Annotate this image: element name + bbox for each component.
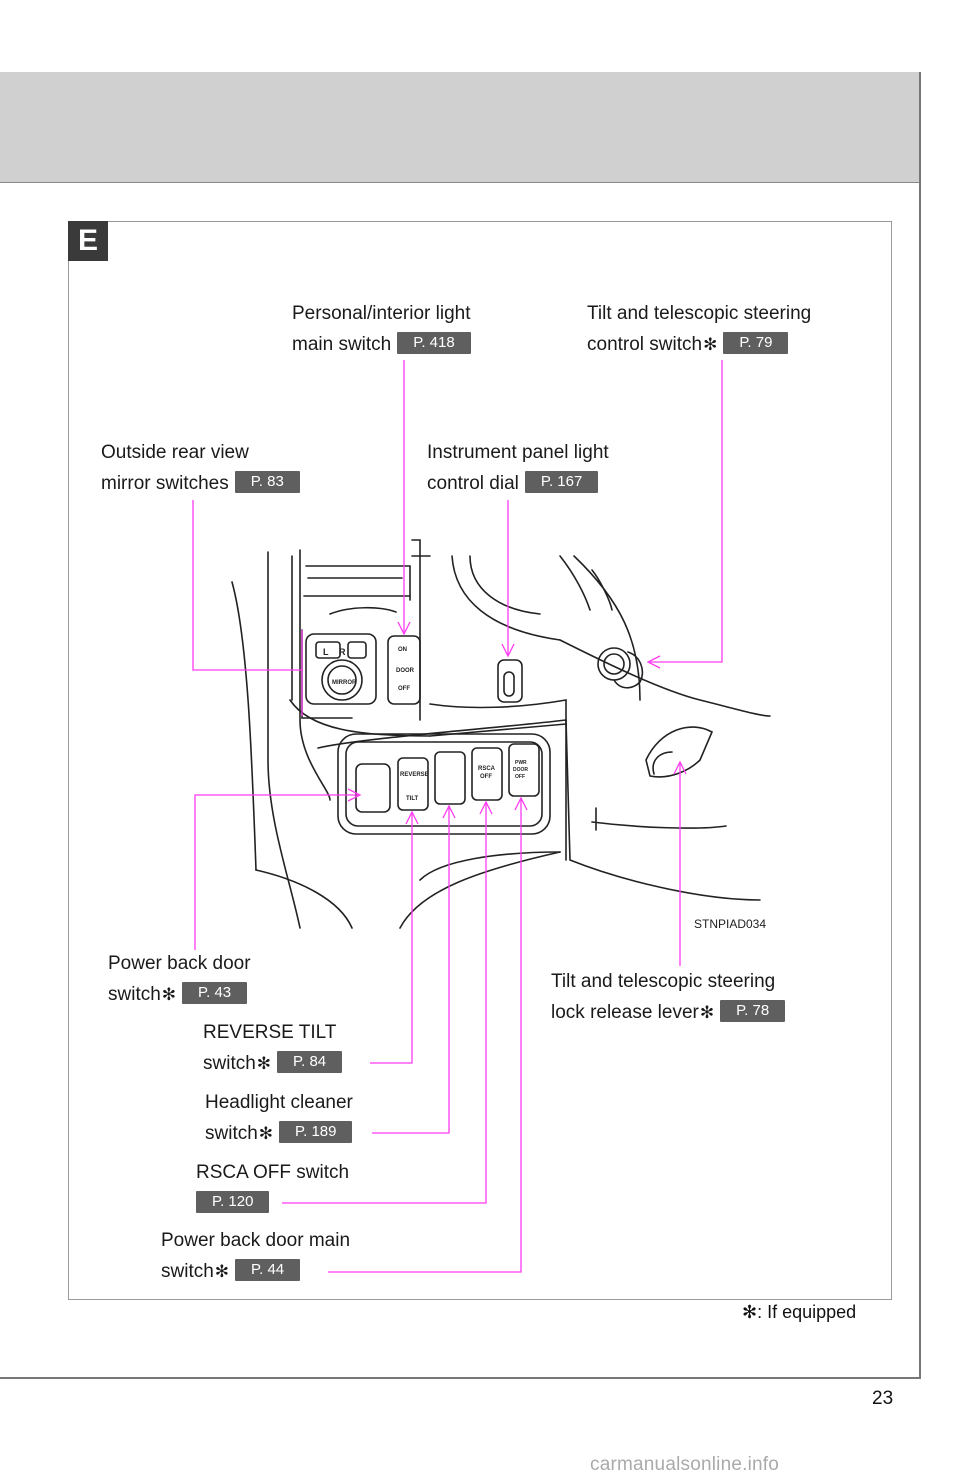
section-badge: E <box>68 221 108 261</box>
label-mirror-line1: Outside rear view <box>101 442 249 463</box>
section-frame <box>68 221 892 1300</box>
page-ref-reverse-tilt[interactable]: P. 84 <box>277 1051 343 1073</box>
label-rsca-line1: RSCA OFF switch <box>196 1162 350 1183</box>
page-ref-mirror[interactable]: P. 83 <box>234 471 300 493</box>
page-ref-power-back-door[interactable]: P. 43 <box>182 982 248 1004</box>
label-tilt-control: Tilt and telescopic steering control swi… <box>587 298 811 360</box>
label-power-back-door-line2: switch <box>108 984 161 1005</box>
label-rsca: RSCA OFF switch P. 120 <box>196 1157 349 1219</box>
page-ref-instrument-dial[interactable]: P. 167 <box>524 471 599 493</box>
star-icon: ✻ <box>699 1003 715 1022</box>
label-mirror-line2: mirror switches <box>101 473 229 494</box>
star-icon: ✻ <box>214 1262 230 1281</box>
label-power-back-door-line1: Power back door <box>108 953 251 974</box>
label-tilt-lock-line1: Tilt and telescopic steering <box>551 971 776 992</box>
header-band <box>0 72 921 183</box>
illustration-code: STNPIAD034 <box>694 917 767 931</box>
watermark: carmanualsonline.info <box>590 1454 780 1475</box>
star-icon: ✻ <box>258 1124 274 1143</box>
label-headlight-cleaner-line1: Headlight cleaner <box>205 1092 353 1113</box>
label-power-back-door: Power back door switch✻ P. 43 <box>108 948 251 1010</box>
page-ref-tilt-control[interactable]: P. 79 <box>723 332 789 354</box>
label-instrument-dial-line1: Instrument panel light <box>427 442 609 463</box>
page-ref-personal-light[interactable]: P. 418 <box>397 332 471 354</box>
label-power-back-door-main-line2: switch <box>161 1261 214 1282</box>
label-headlight-cleaner-line2: switch <box>205 1123 258 1144</box>
star-icon: ✻ <box>742 1302 758 1322</box>
label-power-back-door-main: Power back door main switch✻ P. 44 <box>161 1225 350 1287</box>
page-ref-rsca[interactable]: P. 120 <box>196 1191 270 1213</box>
footnote-text: : If equipped <box>757 1302 857 1322</box>
label-instrument-dial-line2: control dial <box>427 473 519 494</box>
label-reverse-tilt-line1: REVERSE TILT <box>203 1022 337 1043</box>
label-personal-light-line1: Personal/interior light <box>292 303 471 324</box>
star-icon: ✻ <box>703 335 718 354</box>
label-tilt-lock-line2: lock release lever <box>551 1002 699 1023</box>
page-right-rule <box>919 72 921 1378</box>
label-tilt-lock: Tilt and telescopic steering lock releas… <box>551 966 786 1028</box>
page-bottom-rule <box>0 1377 921 1379</box>
footnote: ✻: If equipped <box>742 1302 856 1323</box>
page-ref-tilt-lock[interactable]: P. 78 <box>720 1000 786 1022</box>
label-tilt-control-line2: control switch <box>587 334 703 355</box>
label-tilt-control-line1: Tilt and telescopic steering <box>587 303 812 324</box>
label-reverse-tilt-line2: switch <box>203 1053 256 1074</box>
label-power-back-door-main-line1: Power back door main <box>161 1230 351 1251</box>
page-number: 23 <box>872 1388 894 1409</box>
page-ref-power-back-door-main[interactable]: P. 44 <box>235 1259 301 1281</box>
label-reverse-tilt: REVERSE TILT switch✻ P. 84 <box>203 1017 343 1079</box>
star-icon: ✻ <box>256 1054 272 1073</box>
label-personal-light-line2: main switch <box>292 334 392 355</box>
star-icon: ✻ <box>161 985 177 1004</box>
page-ref-headlight-cleaner[interactable]: P. 189 <box>279 1121 353 1143</box>
label-headlight-cleaner: Headlight cleaner switch✻ P. 189 <box>205 1087 353 1149</box>
